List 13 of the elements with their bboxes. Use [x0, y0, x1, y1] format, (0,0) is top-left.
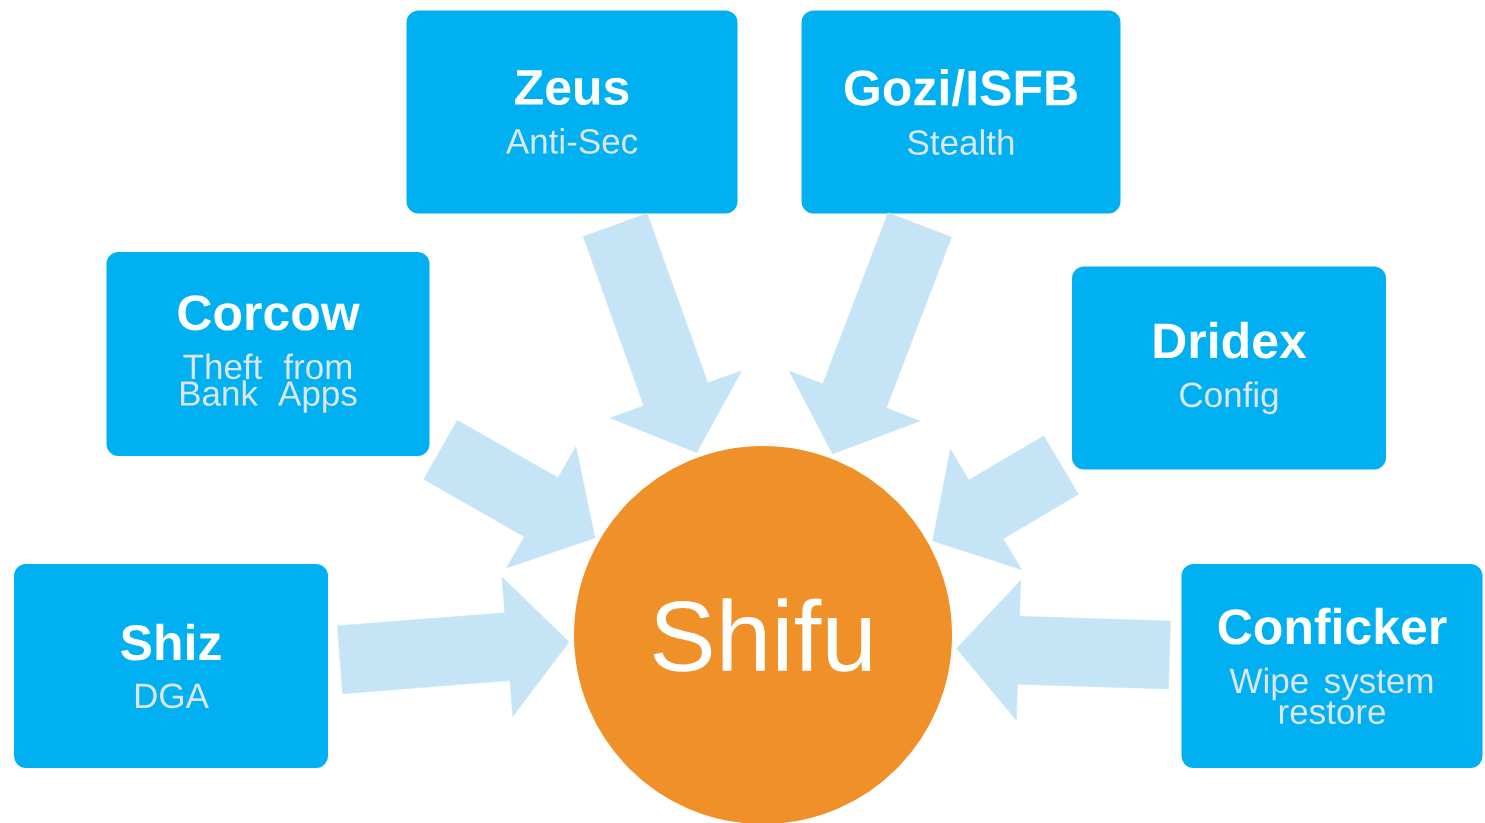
arrow: [788, 212, 952, 455]
arrow: [423, 419, 596, 569]
arrow: [956, 580, 1171, 721]
circle-node: Shifu: [572, 444, 954, 823]
arrow: [337, 576, 570, 717]
process-box: Corcow Theft from Bank Apps: [102, 248, 434, 460]
process-box: Conficker Wipe system restore: [1177, 560, 1485, 772]
process-box: Gozi/ISFB Stealth: [797, 6, 1125, 218]
process-box: Shiz DGA: [10, 560, 332, 772]
process-box: Dridex Config: [1068, 262, 1390, 474]
process-box: Zeus Anti-Sec: [402, 6, 742, 218]
arrow: [932, 435, 1079, 570]
arrow: [582, 213, 742, 453]
